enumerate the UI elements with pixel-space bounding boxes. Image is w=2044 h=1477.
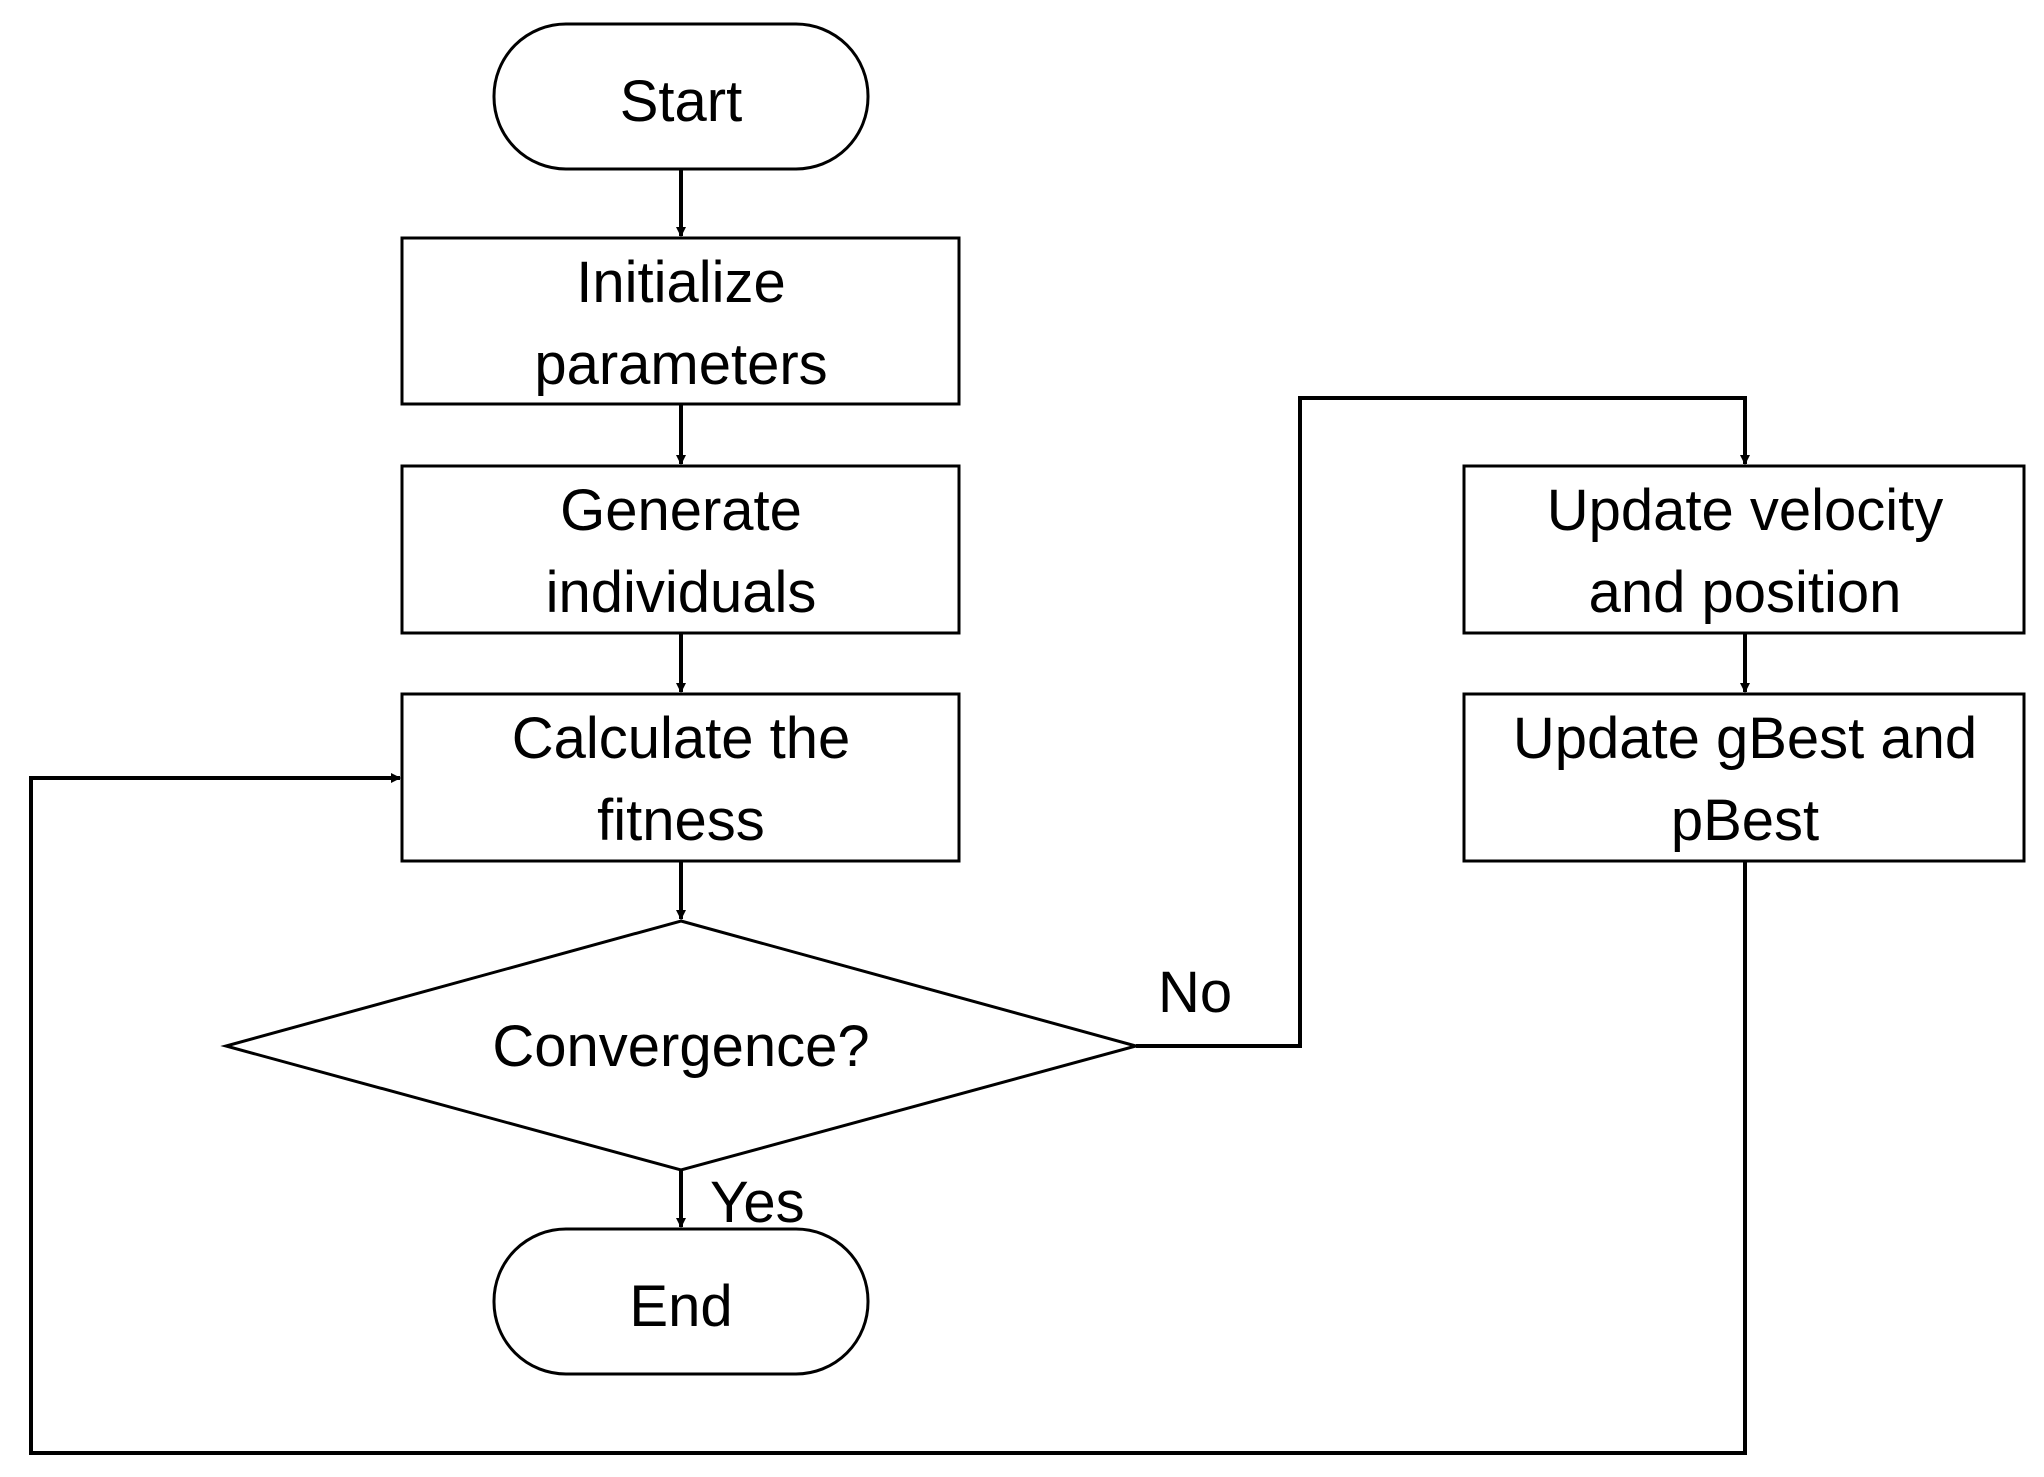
arrow-no-to-update-velocity	[1136, 396, 1750, 1048]
start-label: Start	[620, 69, 743, 134]
end-label: End	[629, 1274, 732, 1339]
no-edge-label: No	[1158, 960, 1232, 1025]
end-terminal	[492, 1227, 870, 1376]
generate-individuals-box	[400, 464, 961, 635]
update-best-box	[1462, 692, 2026, 863]
initialize-label-line2: parameters	[534, 332, 827, 397]
update-velocity-position-box	[1462, 464, 2026, 635]
update-velocity-label-line1: Update velocity	[1547, 478, 1944, 543]
fitness-label-line2: fitness	[597, 788, 765, 853]
initialize-label-line1: Initialize	[576, 250, 786, 315]
generate-label-line2: individuals	[546, 560, 817, 625]
generate-label-line1: Generate	[560, 478, 802, 543]
yes-edge-label: Yes	[710, 1170, 805, 1235]
arrow-loop-back-to-fitness	[29, 773, 1747, 1455]
calculate-fitness-box	[400, 692, 961, 863]
update-best-label-line2: pBest	[1671, 788, 1819, 853]
decision-label: Convergence?	[492, 1014, 869, 1079]
update-best-label-line1: Update gBest and	[1513, 706, 1977, 771]
initialize-parameters-box	[400, 236, 961, 406]
update-velocity-label-line2: and position	[1589, 560, 1902, 625]
fitness-label-line1: Calculate the	[512, 706, 851, 771]
